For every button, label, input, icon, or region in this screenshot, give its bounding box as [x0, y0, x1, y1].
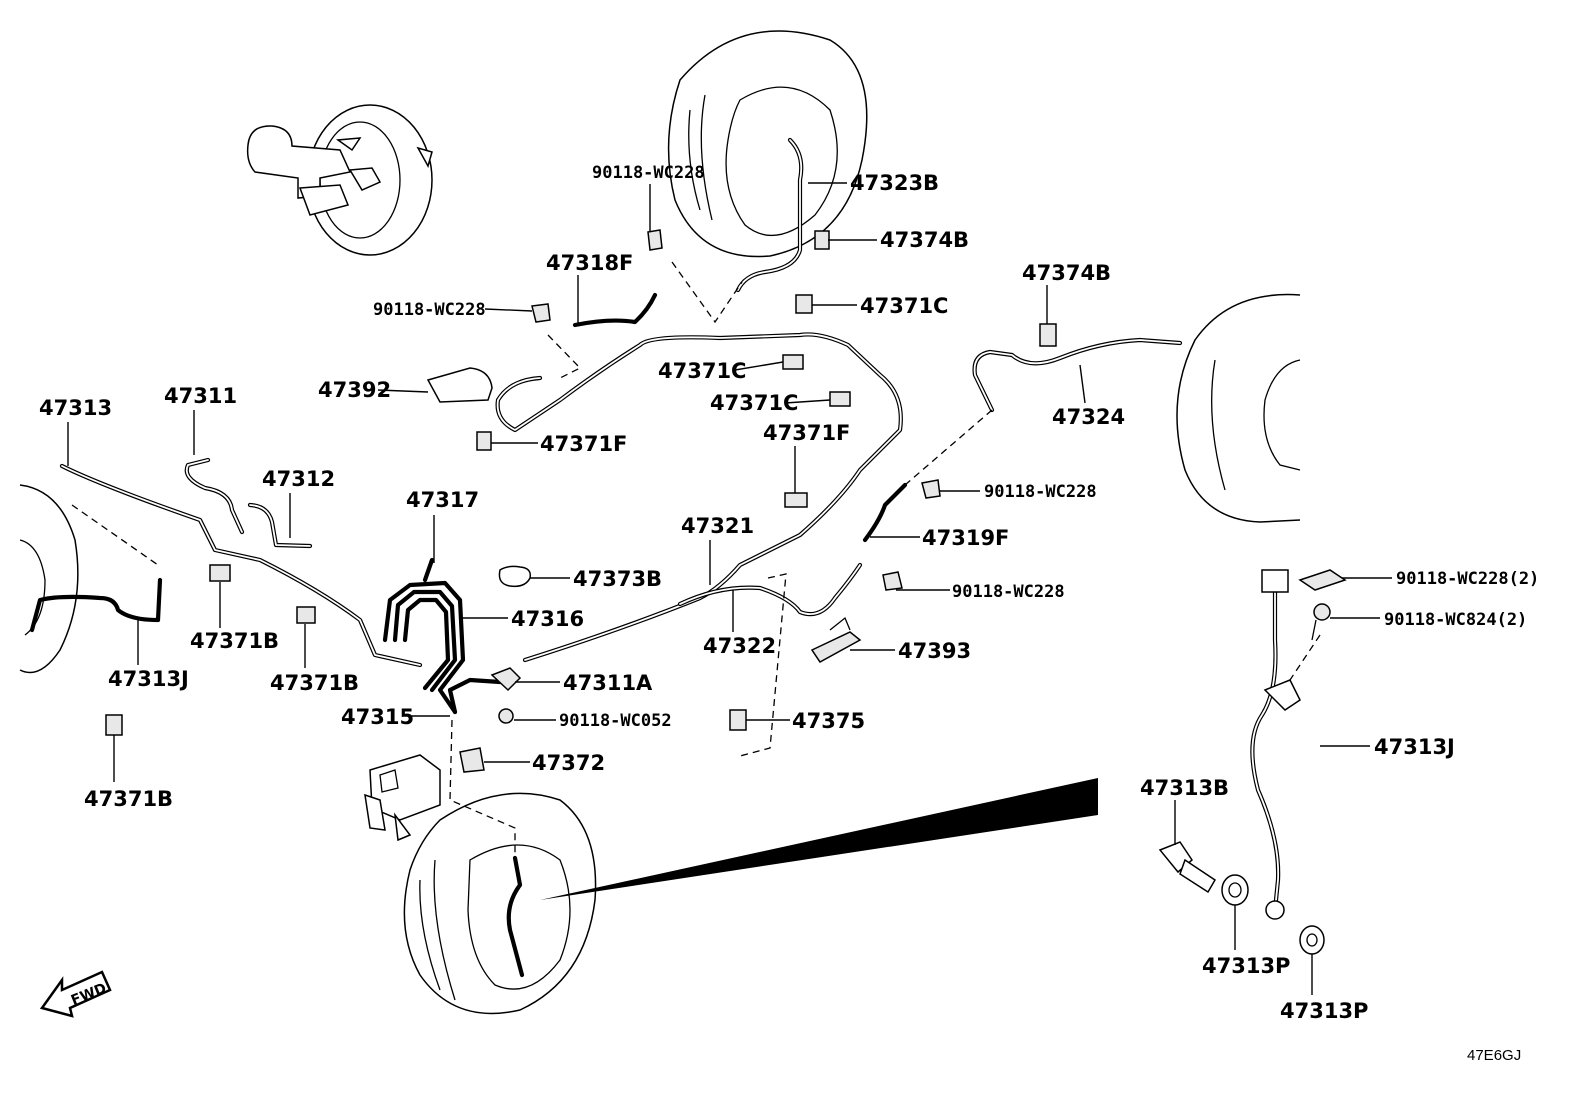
label-47371b-c: 47371B: [84, 787, 173, 811]
drawing-code: 47E6GJ: [1467, 1047, 1521, 1064]
label-47313p-a: 47313P: [1202, 954, 1290, 978]
label-47371c-top: 47371C: [860, 294, 948, 318]
label-90118-wc824-2: 90118-WC824(2): [1384, 610, 1527, 630]
part-labels: 90118-WC228 47323B 47374B 47318F 90118-W…: [39, 163, 1539, 1023]
label-47371f-mid: 47371F: [763, 421, 850, 445]
label-47313: 47313: [39, 396, 112, 420]
label-47315: 47315: [341, 705, 414, 729]
label-90118-wc228-2: 90118-WC228(2): [1396, 569, 1539, 589]
label-47322: 47322: [703, 634, 776, 658]
pointer-wedge: [540, 778, 1098, 900]
label-47393: 47393: [898, 639, 971, 663]
label-47373b: 47373B: [573, 567, 662, 591]
label-47371b-a: 47371B: [190, 629, 279, 653]
wheel-left: [19, 484, 79, 674]
leader-lines: [67, 182, 1392, 995]
label-47321: 47321: [681, 514, 754, 538]
dashed-connectors: [71, 261, 1321, 858]
label-90118-wc052: 90118-WC052: [559, 711, 672, 731]
label-47313b: 47313B: [1140, 776, 1229, 800]
abs-actuator: [364, 754, 441, 842]
label-47371c-mid: 47371C: [658, 359, 746, 383]
brake-pipes: [29, 137, 1281, 978]
label-47372: 47372: [532, 751, 605, 775]
wheel-top: [667, 30, 868, 258]
label-47313j-left: 47313J: [108, 667, 189, 691]
label-47323b: 47323B: [850, 171, 939, 195]
label-47371b-b: 47371B: [270, 671, 359, 695]
label-47375: 47375: [792, 709, 865, 733]
small-parts: [105, 229, 1347, 955]
label-47392: 47392: [318, 378, 391, 402]
fwd-arrow-icon: FWD: [39, 970, 112, 1018]
label-90118-wc228-left: 90118-WC228: [373, 300, 486, 320]
master-cylinder-booster: [246, 104, 433, 256]
label-47371f-left: 47371F: [540, 432, 627, 456]
label-47374b-right: 47374B: [1022, 261, 1111, 285]
label-47313j-right: 47313J: [1374, 735, 1455, 759]
label-90118-wc228-right: 90118-WC228: [984, 482, 1097, 502]
label-47374b-top: 47374B: [880, 228, 969, 252]
label-47371c-low: 47371C: [710, 391, 798, 415]
label-47311a: 47311A: [563, 671, 653, 695]
wheel-bottom: [403, 792, 597, 1015]
label-47312: 47312: [262, 467, 335, 491]
label-47311: 47311: [164, 384, 237, 408]
wheel-right: [1176, 293, 1301, 523]
label-47319f: 47319F: [922, 526, 1009, 550]
label-47313p-b: 47313P: [1280, 999, 1368, 1023]
label-47317: 47317: [406, 488, 479, 512]
label-90118-wc228-top: 90118-WC228: [592, 163, 705, 183]
label-47318f: 47318F: [546, 251, 633, 275]
label-90118-wc228-mid: 90118-WC228: [952, 582, 1065, 602]
label-47324: 47324: [1052, 405, 1125, 429]
label-47316: 47316: [511, 607, 584, 631]
